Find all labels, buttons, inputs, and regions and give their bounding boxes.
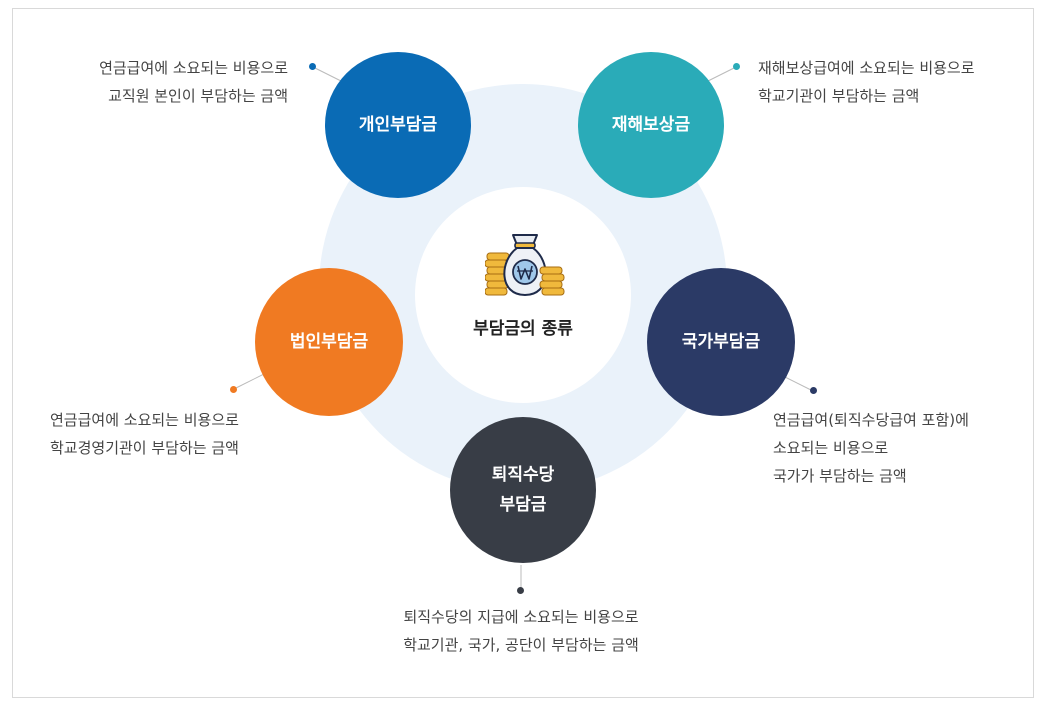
dot-national (810, 387, 817, 394)
desc-national-line2: 소요되는 비용으로 (773, 439, 889, 457)
center-circle: 부담금의 종류 (415, 187, 631, 403)
dot-corporate (230, 386, 237, 393)
node-accident: 재해보상금 (578, 52, 724, 198)
desc-personal: 연금급여에 소요되는 비용으로 교직원 본인이 부담하는 금액 (99, 54, 288, 110)
desc-corporate-line1: 연금급여에 소요되는 비용으로 (50, 411, 239, 429)
node-retirement-label-line2: 부담금 (499, 495, 547, 515)
node-retirement-label-line1: 퇴직수당 (491, 465, 555, 485)
node-national: 국가부담금 (647, 268, 795, 416)
dot-accident (733, 63, 740, 70)
desc-retirement: 퇴직수당의 지급에 소요되는 비용으로 학교기관, 국가, 공단이 부담하는 금… (370, 603, 672, 659)
desc-national-line1: 연금급여(퇴직수당급여 포함)에 (773, 411, 969, 429)
desc-retirement-line2: 학교기관, 국가, 공단이 부담하는 금액 (403, 636, 639, 654)
desc-retirement-line1: 퇴직수당의 지급에 소요되는 비용으로 (403, 608, 639, 626)
desc-accident: 재해보상급여에 소요되는 비용으로 학교기관이 부담하는 금액 (758, 54, 975, 110)
dot-retirement (517, 587, 524, 594)
desc-accident-line2: 학교기관이 부담하는 금액 (758, 87, 920, 105)
money-bag-icon (485, 234, 565, 296)
desc-corporate-line2: 학교경영기관이 부담하는 금액 (50, 439, 239, 457)
desc-corporate: 연금급여에 소요되는 비용으로 학교경영기관이 부담하는 금액 (50, 406, 239, 462)
desc-national: 연금급여(퇴직수당급여 포함)에 소요되는 비용으로 국가가 부담하는 금액 (773, 406, 969, 490)
connector-national (780, 374, 814, 392)
dot-personal (309, 63, 316, 70)
node-personal: 개인부담금 (325, 52, 471, 198)
center-title: 부담금의 종류 (473, 319, 573, 339)
node-corporate-label: 법인부담금 (289, 332, 369, 352)
node-personal-label: 개인부담금 (358, 115, 438, 135)
desc-accident-line1: 재해보상급여에 소요되는 비용으로 (758, 59, 975, 77)
node-retirement: 퇴직수당 부담금 (450, 417, 596, 563)
node-corporate: 법인부담금 (255, 268, 403, 416)
desc-personal-line2: 교직원 본인이 부담하는 금액 (108, 87, 288, 105)
desc-national-line3: 국가가 부담하는 금액 (773, 467, 907, 485)
desc-personal-line1: 연금급여에 소요되는 비용으로 (99, 59, 288, 77)
node-national-label: 국가부담금 (681, 332, 761, 352)
node-accident-label: 재해보상금 (611, 115, 691, 135)
